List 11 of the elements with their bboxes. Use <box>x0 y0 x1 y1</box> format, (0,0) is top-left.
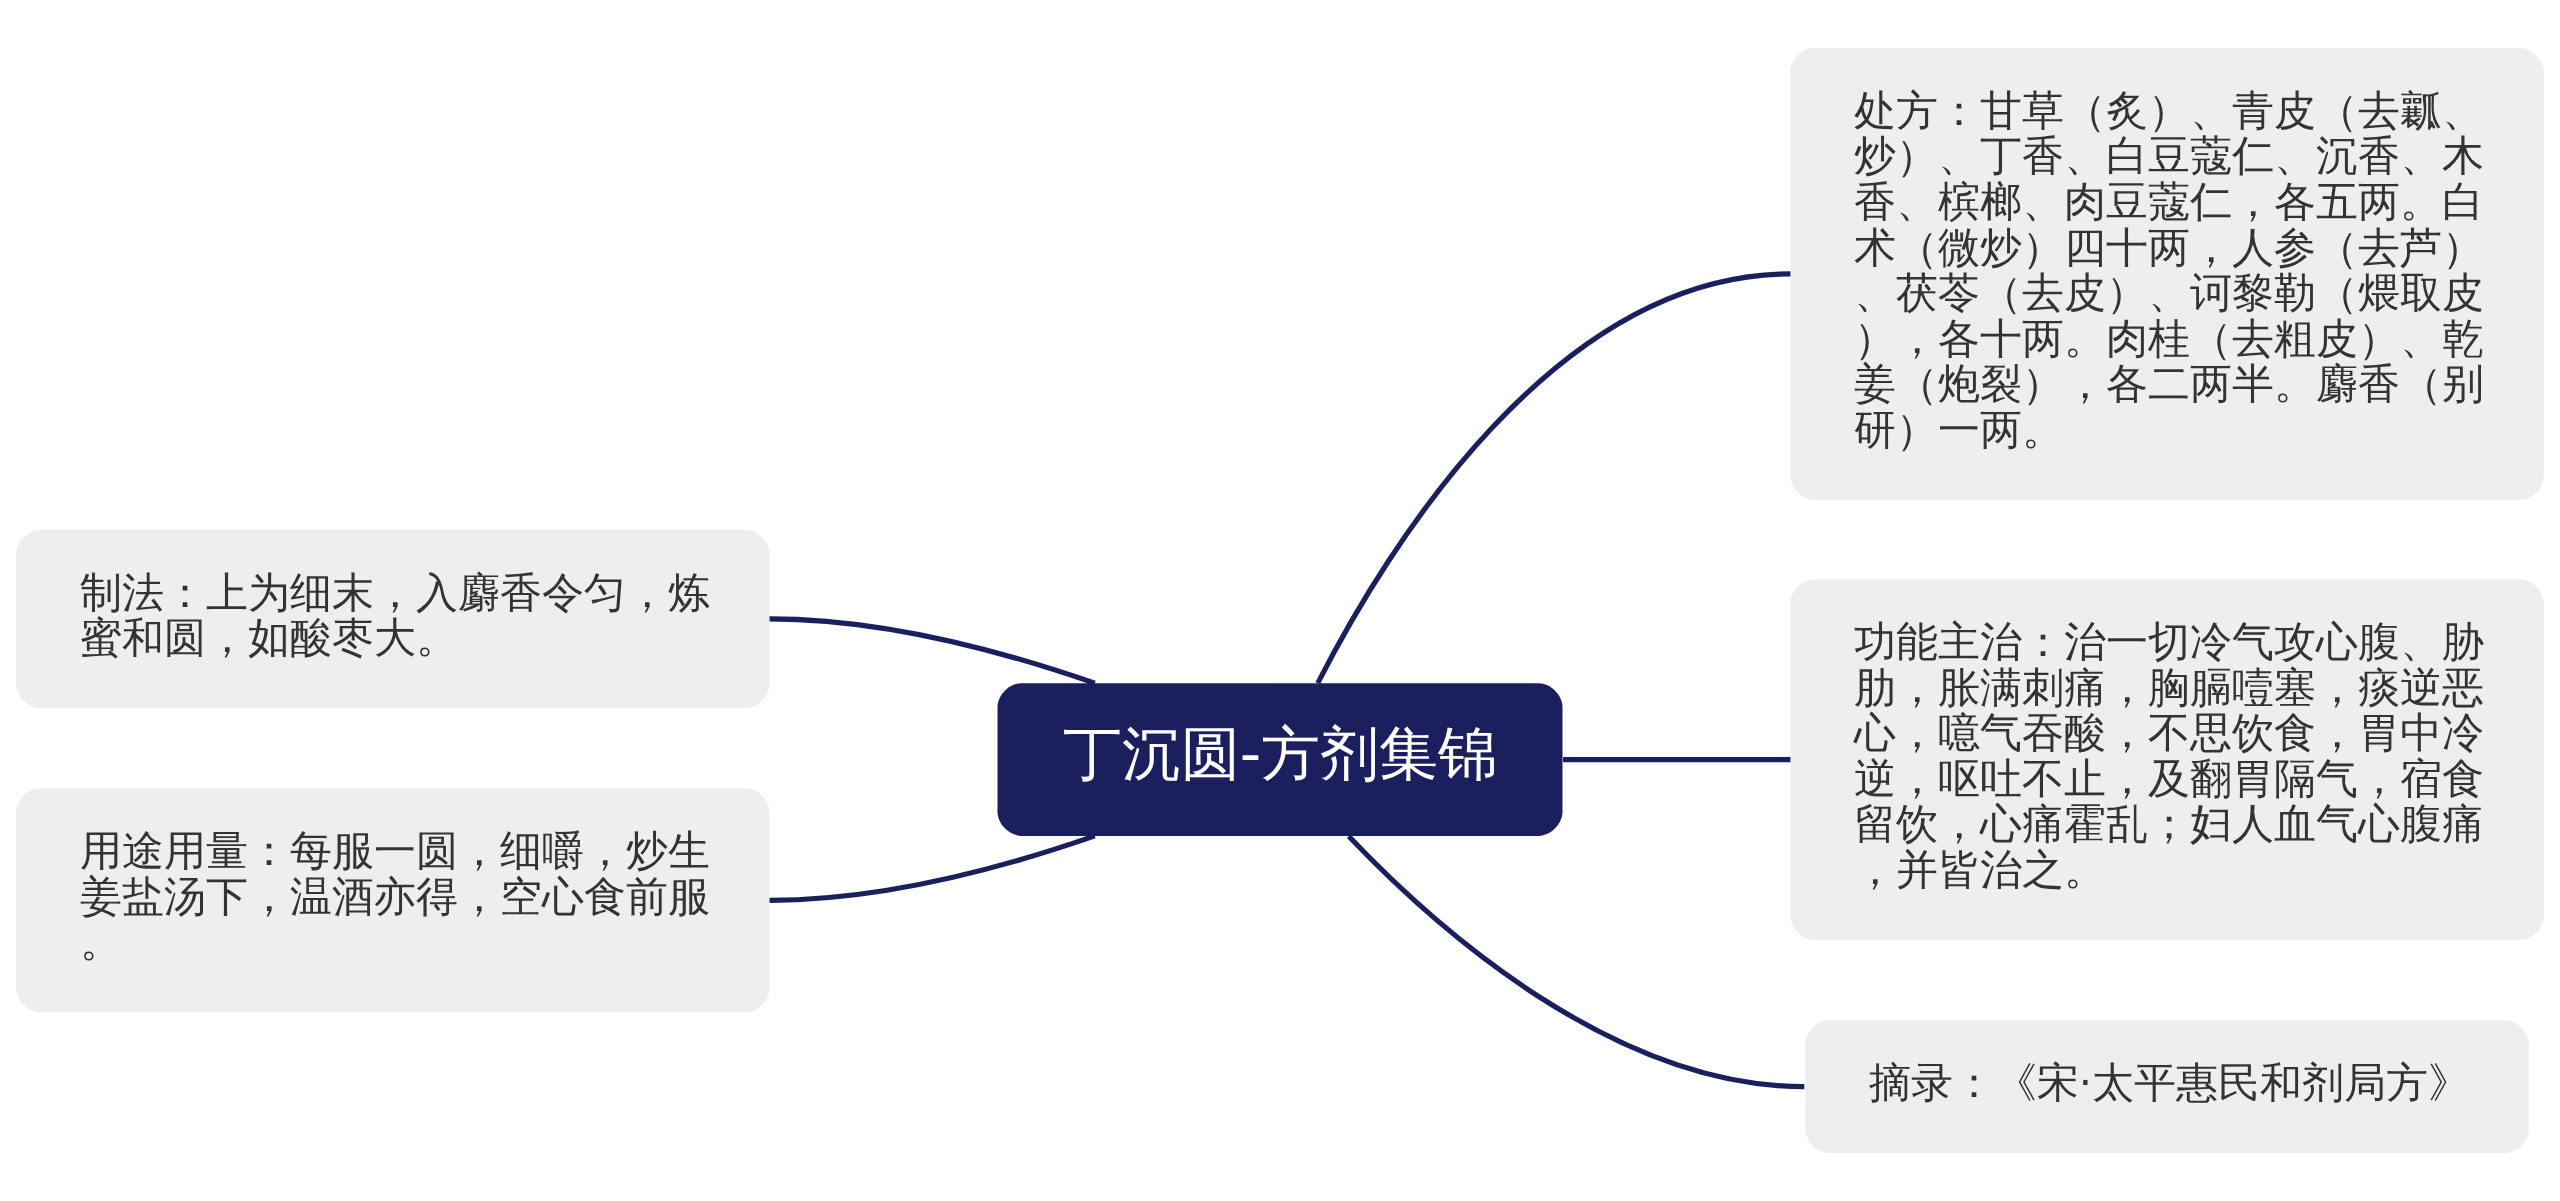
connector <box>769 833 1096 903</box>
node-box: 摘录：《宋·太平惠民和剂局方》 <box>1805 1020 2529 1154</box>
node-box: 处方：甘草（炙）、青皮（去瓤、炒）、丁香、白豆蔻仁、沉香、木香、槟榔、肉豆蔻仁，各五两。白术（微炒）四十两，人参（去芦）、茯苓（去皮）、诃黎勒（煨取皮），各十两。肉桂（去粗皮）、乾姜（炮裂），各二两半。麝香（别研）一两。 <box>1790 47 2544 500</box>
node-box: 用途用量：每服一圆，细嚼，炒生姜盐汤下，温酒亦得，空心食前服。 <box>16 788 770 1013</box>
connector <box>769 616 1096 686</box>
connector <box>1315 271 1791 685</box>
node-box: 功能主治：治一切冷气攻心腹、胁肋，胀满刺痛，胸膈噎塞，痰逆恶心，噫气吞酸，不思饮食，胃中冷逆，呕吐不止，及翻胃隔气，宿食留饮，心痛霍乱；妇人血气心腹痛，并皆治之。 <box>1790 579 2544 940</box>
node-box: 丁沉圆-方剂集锦 <box>997 683 1563 836</box>
node-box: 制法：上为细末，入麝香令匀，炼蜜和圆，如酸枣大。 <box>16 529 770 709</box>
connector <box>1563 757 1791 763</box>
connector <box>1346 834 1805 1090</box>
